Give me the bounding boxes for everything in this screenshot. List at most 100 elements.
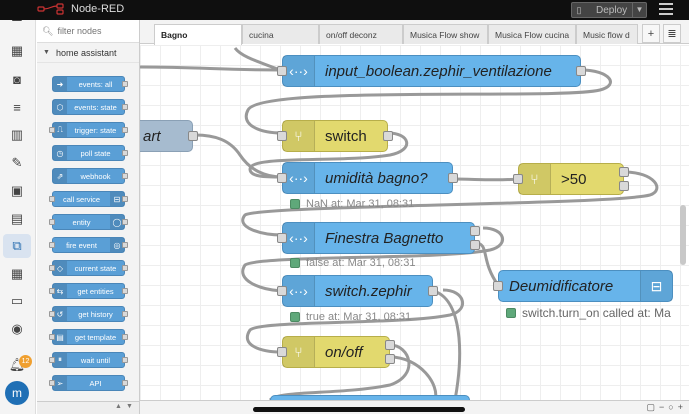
link-icon: ⇗ [53, 169, 67, 183]
palette-category-header[interactable]: ▼ home assistant [37, 43, 139, 63]
output-port[interactable] [428, 286, 438, 296]
input-port[interactable] [277, 66, 287, 76]
workspace-footer: ▢ − ○ + [140, 400, 689, 414]
zoom-reset-icon[interactable]: ○ [668, 402, 674, 412]
palette-node-fire-event[interactable]: fire event ◎ [49, 237, 128, 253]
umidita-node[interactable]: ‹··› umidità bagno? [277, 162, 458, 194]
palette-node-trigger-state[interactable]: ⎍ trigger: state [49, 122, 128, 138]
input-port[interactable] [277, 131, 287, 141]
palette-node-wait-until[interactable]: ⏸︎ wait until [49, 352, 128, 368]
add-tab-icon[interactable]: + [642, 24, 660, 43]
deploy-icon: ▯ [576, 4, 582, 15]
config-icon[interactable]: ▣ [10, 183, 24, 198]
palette-node-call-service[interactable]: call service ⊟ [49, 191, 128, 207]
tab-musica-flow-cucina[interactable]: Musica Flow cucina [488, 24, 576, 44]
pause-icon: ⏸︎ [53, 353, 67, 367]
send-icon: ➢ [53, 376, 67, 390]
zoom-out-icon[interactable]: − [659, 402, 665, 412]
output-port-1[interactable] [470, 226, 480, 236]
diamond-icon: ◇ [53, 261, 67, 275]
search-icon: 🔍︎ [42, 25, 54, 36]
collapse-up-icon[interactable]: ▲ [115, 403, 122, 410]
palette-node-events-all[interactable]: ➜ events: all [52, 76, 128, 92]
app-sidebar: ☰ ▦ ◙ ≡ ▥ ✎ ▣ ▤ ⧉ ▦ ▭ ◉ 🔔︎ 12 m [0, 0, 36, 414]
person-icon[interactable]: ◙ [13, 71, 21, 87]
palette-node-get-entities[interactable]: ⇆ get entities [49, 283, 128, 299]
palette-node-entity[interactable]: entity ◯ [49, 214, 128, 230]
state-arrows-icon: ‹··› [283, 276, 315, 306]
output-port-2[interactable] [619, 181, 629, 191]
tab-bagno[interactable]: Bagno [154, 24, 242, 45]
info-icon[interactable]: ◉ [11, 321, 23, 336]
terminal-icon[interactable]: ▭ [10, 293, 24, 308]
onoff-node[interactable]: ⑂ on/off [277, 336, 395, 368]
vertical-scrollbar[interactable] [680, 205, 686, 265]
palette-node-events-state[interactable]: ⬡ events: state [52, 99, 128, 115]
tab-list-icon[interactable]: ≣ [663, 24, 681, 43]
gt50-node[interactable]: ⑂ >50 [513, 163, 629, 195]
palette-footer: ▲ ▼ [37, 401, 139, 414]
palette-node-current-state[interactable]: ◇ current state [49, 260, 128, 276]
table-icon[interactable]: ▦ [10, 266, 24, 281]
category-label: home assistant [55, 47, 117, 58]
output-port[interactable] [188, 131, 198, 141]
output-port-1[interactable] [385, 340, 395, 350]
tab-musica-flow-show[interactable]: Musica Flow show [403, 24, 488, 44]
output-port-1[interactable] [619, 167, 629, 177]
palette-node-get-template[interactable]: ▤ get template [49, 329, 128, 345]
avatar[interactable]: m [5, 381, 29, 405]
app-title: Node-RED [71, 3, 125, 15]
output-port-2[interactable] [470, 240, 480, 250]
filter-nodes-input[interactable] [57, 26, 138, 36]
palette-node-poll-state[interactable]: ◷ poll state [52, 145, 128, 161]
palette-node-webhook[interactable]: ⇗ webhook [52, 168, 128, 184]
finestra-node[interactable]: ‹··› Finestra Bagnetto [277, 222, 480, 254]
input-port[interactable] [277, 233, 287, 243]
input-port[interactable] [277, 173, 287, 183]
bottom-partial-node[interactable] [270, 395, 470, 400]
input-port[interactable] [513, 174, 523, 184]
status-dot [290, 199, 300, 209]
node-red-icon[interactable]: ⧉ [3, 234, 31, 258]
deploy-dropdown-icon[interactable]: ▼ [632, 3, 646, 17]
node-red-logo-icon [37, 3, 64, 15]
wrench-icon[interactable]: ✎ [11, 155, 23, 170]
navigator-icon[interactable]: ▢ [646, 402, 656, 412]
start-node[interactable]: art [140, 120, 198, 152]
switch-icon: ⑂ [519, 164, 551, 194]
palette-filter: 🔍︎ [37, 20, 139, 43]
switch-zephir-node[interactable]: ‹··› switch.zephir [277, 275, 438, 307]
history-icon: ↺ [53, 307, 67, 321]
tab-music-flow-d[interactable]: Music flow d [576, 24, 638, 44]
zoom-in-icon[interactable]: + [677, 402, 683, 412]
flow-workspace[interactable]: art ‹··› input_boolean.zephir_ventilazio… [140, 45, 689, 400]
output-port[interactable] [576, 66, 586, 76]
input-boolean-node[interactable]: ‹··› input_boolean.zephir_ventilazione [277, 55, 586, 87]
input-port[interactable] [277, 347, 287, 357]
chart-icon[interactable]: ▥ [10, 127, 24, 142]
circle-icon: ◯ [110, 215, 124, 229]
deploy-button[interactable]: ▯ Deploy ▼ [571, 2, 647, 18]
collapse-down-icon[interactable]: ▼ [126, 403, 133, 410]
main-menu-icon[interactable] [659, 3, 673, 15]
deumidificatore-node[interactable]: Deumidificatore ⊟ [493, 270, 673, 302]
switch-node[interactable]: ⑂ switch [277, 120, 393, 152]
tab-onoff-deconz[interactable]: on/off deconz [319, 24, 403, 44]
arrows-icon: ⇆ [53, 284, 67, 298]
switch-icon: ⑂ [283, 121, 315, 151]
dashboard-icon[interactable]: ▦ [10, 43, 24, 58]
notification-badge: 12 [19, 355, 32, 368]
output-port[interactable] [448, 173, 458, 183]
finestra-status: false at: Mar 31, 08:31 [290, 257, 415, 269]
palette-node-get-history[interactable]: ↺ get history [49, 306, 128, 322]
document-icon[interactable]: ▤ [10, 211, 24, 226]
output-port-2[interactable] [385, 354, 395, 364]
input-port[interactable] [493, 281, 503, 291]
input-port[interactable] [277, 286, 287, 296]
tab-cucina[interactable]: cucina [242, 24, 319, 44]
node-red-logo: Node-RED [37, 3, 124, 15]
output-port[interactable] [383, 131, 393, 141]
palette-node-api[interactable]: ➢ API [49, 375, 128, 391]
list-icon[interactable]: ≡ [13, 99, 21, 115]
umidita-status: NaN at: Mar 31, 08:31 [290, 198, 414, 210]
